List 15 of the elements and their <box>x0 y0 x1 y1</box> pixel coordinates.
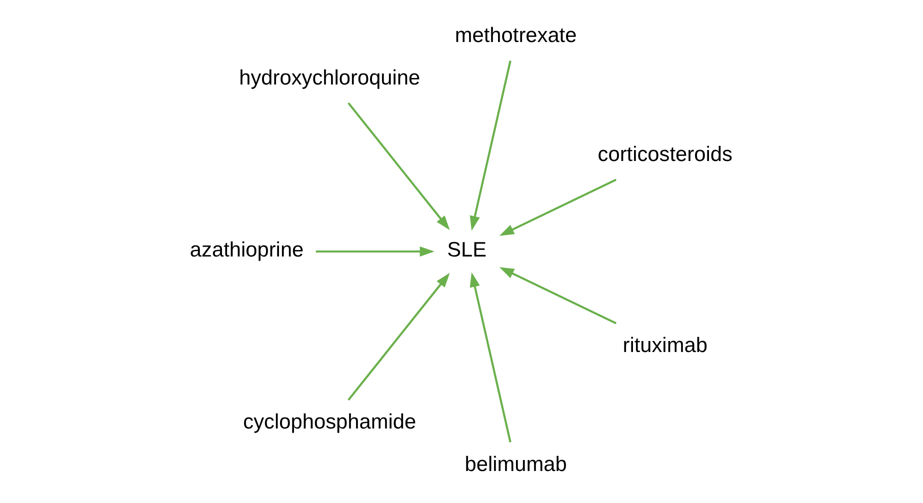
node-text: SLE <box>447 238 487 262</box>
node-text: methotrexate <box>454 24 577 47</box>
arrow <box>316 246 434 257</box>
arrow <box>470 272 512 442</box>
arrow <box>499 267 617 324</box>
node-text: hydroxychloroquine <box>239 66 420 90</box>
arrow <box>348 102 450 230</box>
arrow <box>499 178 617 236</box>
arrow <box>470 60 512 231</box>
node-text: cyclophosphamide <box>243 410 416 434</box>
node-text: corticosteroids <box>598 142 732 166</box>
node-text: belimumab <box>464 452 567 476</box>
node-text: rituximab <box>622 334 708 357</box>
node-text: azathioprine <box>190 238 304 262</box>
arrow <box>348 272 450 401</box>
